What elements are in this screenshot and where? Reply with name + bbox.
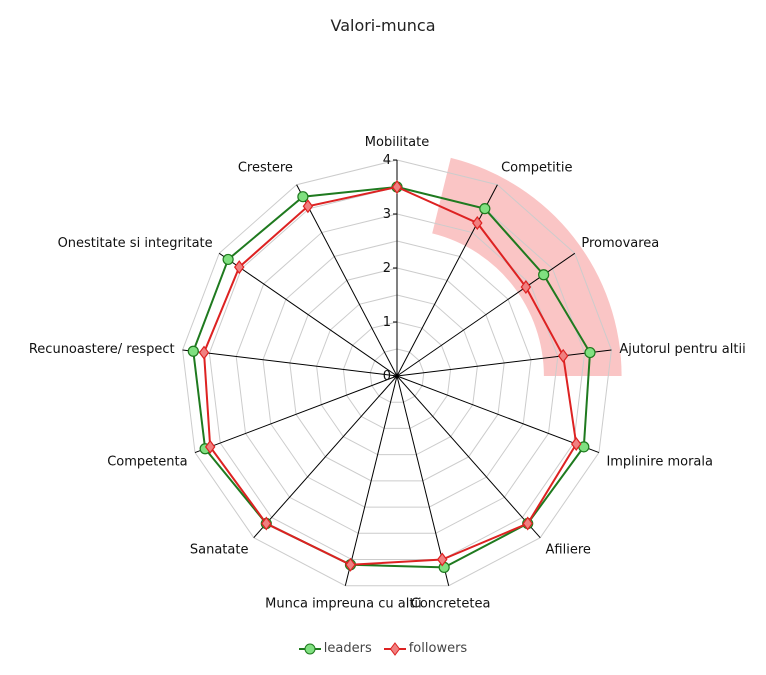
chart-title: Valori-munca: [330, 16, 436, 35]
axis-spoke: [396, 375, 541, 539]
point-leaders: [584, 346, 596, 359]
point-leaders: [222, 253, 234, 266]
point-leaders: [538, 269, 550, 281]
axis-spoke: [218, 252, 398, 377]
grid-ring: [289, 267, 505, 482]
series-line-leaders: [192, 185, 592, 569]
axis-spoke: [253, 375, 398, 539]
point-followers: [472, 215, 483, 230]
point-followers: [261, 516, 272, 531]
category-label: Competitie: [501, 161, 572, 176]
r-tick-label: 1: [383, 315, 391, 330]
axis-spoke: [344, 375, 398, 586]
grid-ring: [262, 240, 532, 508]
legend-label: leaders: [323, 641, 372, 656]
point-followers: [345, 557, 356, 572]
legend-item-followers[interactable]: followers: [383, 641, 468, 656]
category-label: Implinire morala: [606, 454, 713, 469]
axis-spoke: [396, 375, 450, 586]
legend-label: followers: [408, 641, 468, 656]
axis-spoke: [182, 349, 398, 377]
point-leaders: [297, 191, 309, 203]
grid-ring: [316, 294, 478, 456]
grid-ring: [235, 213, 559, 534]
axis-spoke: [296, 184, 398, 377]
point-followers: [233, 260, 245, 275]
category-label: Ajutorul pentru altii: [619, 342, 745, 357]
point-leaders: [187, 345, 199, 357]
r-tick-label: 0: [383, 369, 391, 384]
point-followers: [522, 516, 533, 531]
legend-swatch-leaders: [298, 643, 321, 654]
highlight-band: [432, 157, 622, 376]
category-label: Munca impreuna cu altii: [265, 596, 422, 611]
series-layer: [187, 180, 596, 573]
category-label: Competenta: [107, 454, 187, 469]
grid-ring: [342, 321, 452, 429]
category-label: Sanatate: [190, 543, 249, 558]
point-followers: [302, 199, 314, 214]
axis-spoke: [396, 349, 612, 377]
axis-spoke: [396, 375, 600, 454]
legend-item-leaders[interactable]: leaders: [298, 641, 372, 656]
point-followers: [198, 345, 210, 360]
category-label: Concretetea: [411, 596, 491, 611]
grid-ring: [369, 348, 425, 403]
legend: leaders followers: [0, 641, 766, 656]
r-tick-label: 2: [383, 261, 391, 276]
axis-spoke: [194, 375, 398, 454]
point-leaders: [479, 203, 491, 215]
grid-ring: [182, 159, 612, 587]
category-label: Promovarea: [581, 236, 659, 251]
label-layer: 0 1 2 3 4 MobilitateCompetitiePromovareaAjuto…: [29, 135, 746, 611]
category-label: Crestere: [238, 161, 293, 176]
point-followers: [204, 439, 216, 454]
axis-spoke: [396, 184, 498, 377]
r-tick-label: 4: [383, 153, 391, 168]
category-label: Afiliere: [546, 543, 591, 558]
category-label: Recunoastere/ respect: [29, 342, 175, 357]
point-followers: [520, 280, 532, 295]
point-followers: [436, 552, 448, 567]
point-followers: [570, 436, 582, 451]
series-line-followers: [203, 185, 578, 566]
highlight-layer: [432, 157, 622, 376]
category-label: Onestitate si integritate: [58, 236, 213, 251]
category-label: Mobilitate: [365, 135, 429, 150]
point-followers: [557, 348, 569, 363]
r-tick-label: 3: [383, 207, 391, 222]
grid-ring: [208, 186, 586, 561]
point-followers: [391, 180, 403, 194]
legend-swatch-followers: [383, 641, 406, 656]
